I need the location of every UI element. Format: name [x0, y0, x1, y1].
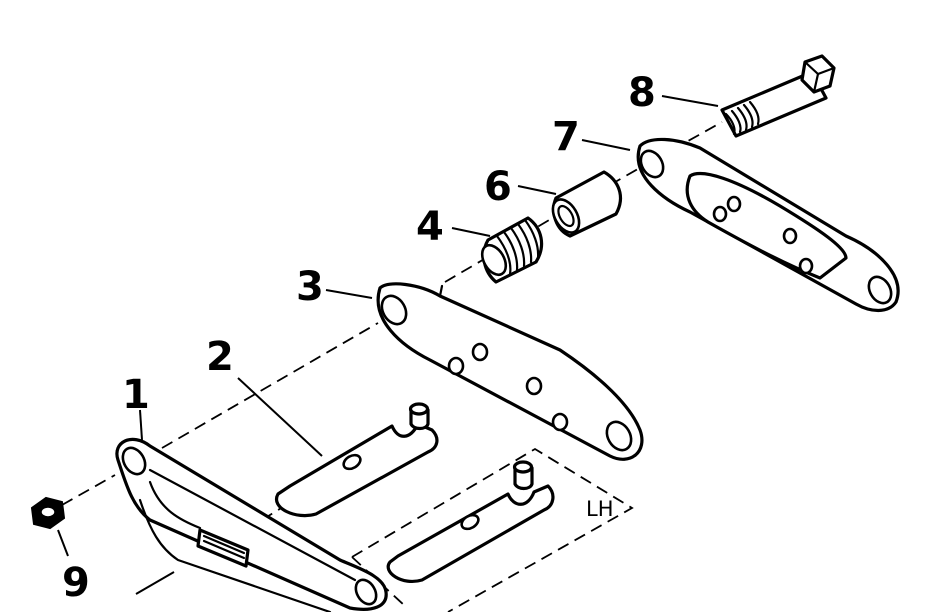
part-3-link-plate [376, 282, 644, 461]
callout-1: 1 [122, 372, 150, 418]
part-2-lh-latch-plate: LH [386, 460, 614, 583]
callout-labels: 1 2 3 4 6 7 8 9 [62, 70, 656, 606]
callout-7: 7 [552, 114, 580, 160]
part-6-bushing [551, 170, 622, 238]
lh-part-outline-box [351, 447, 634, 612]
callout-3: 3 [296, 264, 324, 310]
callout-8: 8 [628, 70, 656, 116]
part-1-bracket [115, 437, 388, 612]
part-4-spring [480, 216, 544, 284]
callout-2: 2 [206, 334, 234, 380]
part-7-upper-link [636, 137, 900, 313]
callout-9: 9 [62, 560, 90, 606]
callout-6: 6 [484, 164, 512, 210]
part-9-nut [30, 496, 66, 530]
callout-leader-lines [57, 95, 719, 595]
callout-4: 4 [416, 204, 444, 250]
lh-side-label: LH [586, 497, 614, 521]
part-2-latch-plate [274, 402, 439, 518]
part-8-bolt [720, 54, 836, 138]
